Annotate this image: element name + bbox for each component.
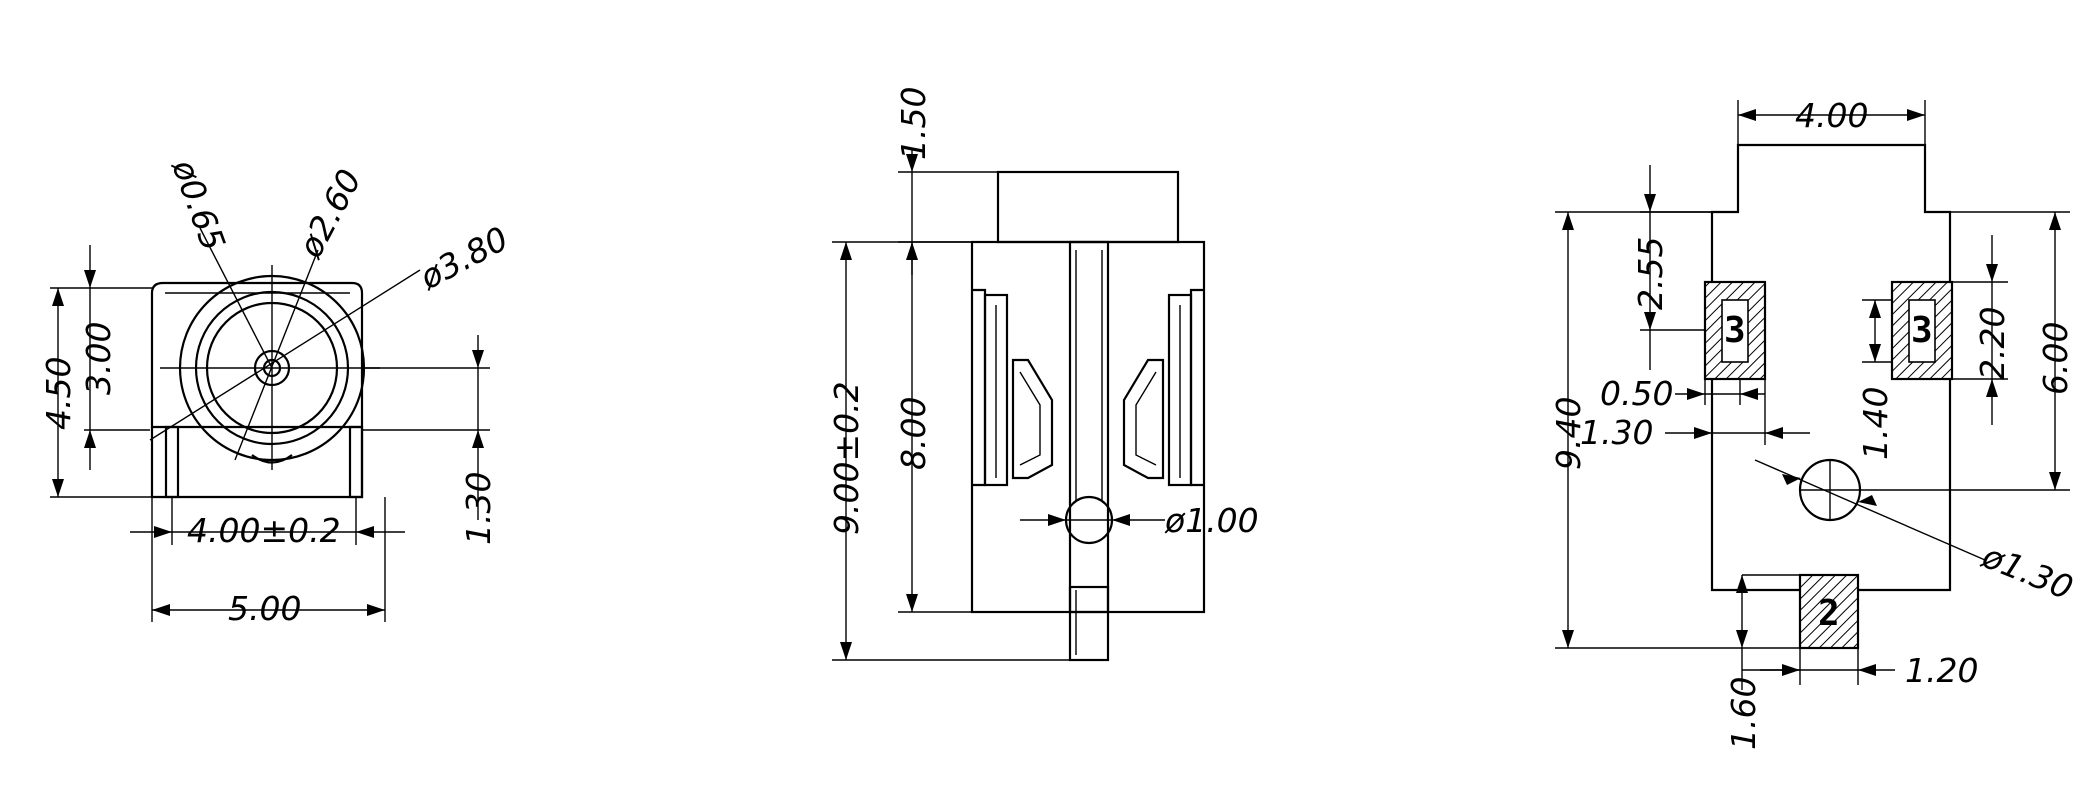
leader-dia-260 <box>234 249 319 461</box>
front-body-outline <box>150 281 364 499</box>
dim-pad-offset-top: 2.55 <box>1631 237 1670 310</box>
dim-pad-height: 2.20 <box>1973 307 2012 380</box>
dim-width: 5.00 <box>228 589 301 628</box>
dim-pin-drop: 1.30 <box>459 472 498 545</box>
top-bottom-post <box>1068 585 1110 662</box>
dim-pad-offset-side: 1.30 <box>1580 413 1653 452</box>
front-right-pin <box>348 425 364 499</box>
dim-dia-center-pin: ø0.65 <box>164 153 233 255</box>
dim-hole-dia: ø1.30 <box>1976 536 2078 608</box>
footprint-view: 3 3 2 <box>1549 96 2078 750</box>
dim-pad-inner-height: 1.40 <box>1856 387 1895 460</box>
leader-dia-065 <box>199 227 273 369</box>
front-view: 4.50 3.00 1.30 4.00±0.2 5.00 ø0.65 ø2.60… <box>39 153 514 628</box>
top-center-slot <box>1068 240 1110 614</box>
top-left-contact <box>1011 358 1054 480</box>
dim-upper-height: 6.00 <box>2036 322 2075 395</box>
pad-bottom <box>1798 573 1860 650</box>
dim-body-length: 8.00 <box>894 397 933 470</box>
top-right-rail <box>1167 293 1193 487</box>
dim-total-height: 9.40 <box>1549 397 1588 470</box>
top-step <box>996 170 1180 244</box>
pad-right-number: 3 <box>1911 310 1933 351</box>
top-right-contact <box>1122 358 1165 480</box>
dim-bottom-pad-width: 1.20 <box>1905 651 1978 690</box>
dim-dia-post: ø1.00 <box>1164 501 1259 540</box>
dim-dia-outer: ø3.80 <box>413 219 515 298</box>
dim-length-total: 9.00±0.2 <box>827 381 866 535</box>
leader-dia-380 <box>149 269 421 441</box>
dim-height-total: 4.50 <box>39 357 78 430</box>
front-left-pin <box>164 425 180 499</box>
top-left-rail <box>983 293 1009 487</box>
top-view: 1.50 9.00±0.2 8.00 ø1.00 <box>827 87 1259 662</box>
pad-left-number: 3 <box>1724 310 1746 351</box>
dim-pin-pitch: 4.00±0.2 <box>187 511 341 550</box>
footprint-outline <box>1710 143 1952 592</box>
dim-bottom-offset: 1.60 <box>1724 677 1763 750</box>
dim-pad-width: 0.50 <box>1600 374 1673 413</box>
dim-height-center: 3.00 <box>79 322 118 395</box>
pad-bottom-number: 2 <box>1818 593 1840 634</box>
dim-dia-inner: ø2.60 <box>290 163 369 265</box>
dim-top-step: 1.50 <box>894 87 933 160</box>
dim-top-width: 4.00 <box>1795 96 1868 135</box>
